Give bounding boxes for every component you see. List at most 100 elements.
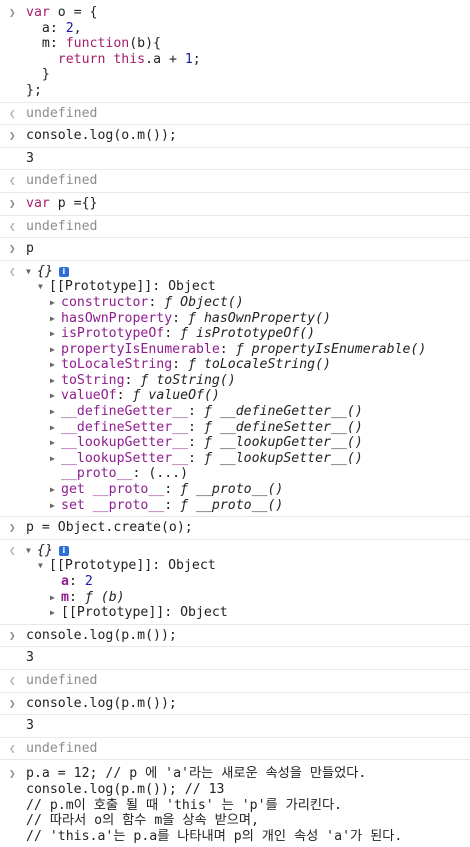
info-icon[interactable]: i: [58, 545, 69, 556]
code-line: // p.m이 호출 될 때 'this' 는 'p'를 가리킨다.: [26, 797, 343, 813]
object-tree-root[interactable]: ❮▼{}i: [9, 543, 470, 559]
triangle-down-icon[interactable]: ▼: [38, 561, 43, 571]
input-code: console.log(o.m());: [26, 128, 177, 144]
console-input-entry[interactable]: ❯console.log(o.m());: [0, 125, 470, 148]
function-symbol: ƒ: [235, 341, 244, 357]
console-log-entry: 3: [0, 647, 470, 670]
input-code: p: [26, 241, 34, 257]
member-name: valueOf: [61, 388, 117, 404]
function-symbol: ƒ: [203, 404, 212, 420]
member-signature: Object(): [180, 294, 244, 310]
member-signature: __defineGetter__(): [219, 404, 363, 420]
code-line: m: function(b){: [26, 36, 161, 52]
function-symbol: ƒ: [164, 294, 173, 310]
code-line: ❯p.a = 12; // p 에 'a'라는 새로운 속성을 만들었다.: [9, 766, 367, 782]
code-line: }: [26, 67, 50, 83]
code-line: return this.a + 1;: [57, 51, 201, 67]
result-value: undefined: [26, 105, 98, 121]
object-tree-root[interactable]: ❮▼{}i: [9, 264, 470, 280]
proto-get-row[interactable]: ▶get __proto__: ƒ __proto__(): [50, 482, 284, 498]
triangle-right-icon[interactable]: ▶: [50, 407, 55, 417]
log-output: 3: [26, 650, 34, 666]
proto-member-row[interactable]: ▶hasOwnProperty: ƒ hasOwnProperty(): [50, 310, 331, 326]
triangle-right-icon[interactable]: ▶: [50, 360, 55, 370]
console-result-entry: ❮undefined: [0, 670, 470, 693]
member-name: isPrototypeOf: [61, 326, 165, 342]
triangle-right-icon[interactable]: ▶: [50, 592, 55, 602]
log-output: 3: [26, 718, 34, 734]
proto-getter-row[interactable]: __proto__: (...): [61, 466, 189, 482]
proto-set-row[interactable]: ▶set __proto__: ƒ __proto__(): [50, 497, 284, 513]
member-name: __lookupSetter__: [61, 450, 189, 466]
proto-member-row[interactable]: ▶__lookupSetter__: ƒ __lookupSetter__(): [50, 450, 363, 466]
proto-member-row[interactable]: ▶__lookupGetter__: ƒ __lookupGetter__(): [50, 435, 363, 451]
triangle-down-icon[interactable]: ▼: [26, 545, 31, 555]
result-value: undefined: [26, 173, 98, 189]
triangle-right-icon[interactable]: ▶: [50, 485, 55, 495]
info-icon[interactable]: i: [58, 266, 69, 277]
chevron-right-icon: ❯: [9, 628, 16, 642]
proto-member-row[interactable]: ▶valueOf: ƒ valueOf(): [50, 388, 220, 404]
member-name: toString: [61, 372, 125, 388]
function-symbol: ƒ: [188, 310, 196, 326]
object-prototype-row[interactable]: ▼[[Prototype]]: Object: [38, 279, 216, 295]
member-name: toLocaleString: [61, 357, 173, 373]
proto-member-row[interactable]: ▶propertyIsEnumerable: ƒ propertyIsEnume…: [50, 341, 427, 357]
function-symbol: ƒ: [203, 419, 212, 435]
member-signature: __lookupSetter__(): [219, 450, 363, 466]
member-name: constructor: [61, 294, 149, 310]
member-name: __defineGetter__: [61, 404, 189, 420]
console-input-entry[interactable]: ❯console.log(p.m());: [0, 693, 470, 716]
return-arrow-icon: ❮: [9, 741, 16, 755]
console-input-entry[interactable]: ❯p: [0, 238, 470, 261]
triangle-right-icon[interactable]: ▶: [50, 500, 55, 510]
console-result-entry: ❮ undefined: [0, 103, 470, 126]
triangle-right-icon[interactable]: ▶: [50, 453, 55, 463]
code-line: ❯var o = {: [9, 5, 98, 20]
property-row[interactable]: ▶m: ƒ (b): [50, 589, 125, 605]
triangle-down-icon[interactable]: ▼: [26, 266, 31, 276]
console-result-entry: ❮undefined: [0, 216, 470, 239]
member-signature: __lookupGetter__(): [219, 435, 363, 451]
function-symbol: ƒ: [180, 326, 189, 342]
return-arrow-icon: ❮: [9, 174, 16, 188]
object-prototype-row[interactable]: ▼[[Prototype]]: Object: [38, 558, 216, 574]
console-input-entry[interactable]: ❯var o = { a: 2, m: function(b){ return …: [0, 0, 470, 103]
console-log-entry: 3: [0, 148, 470, 171]
triangle-down-icon[interactable]: ▼: [38, 282, 43, 292]
proto-member-row[interactable]: ▶__defineGetter__: ƒ __defineGetter__(): [50, 404, 363, 420]
proto-member-row[interactable]: ▶toLocaleString: ƒ toLocaleString(): [50, 357, 331, 373]
chevron-right-icon: ❯: [9, 767, 16, 781]
proto-member-row[interactable]: ▶constructor: ƒ Object(): [50, 294, 244, 310]
function-symbol: ƒ: [203, 435, 212, 451]
console-object-entry: ❮▼{}i ▼[[Prototype]]: Object ▶constructo…: [0, 261, 470, 518]
triangle-right-icon[interactable]: ▶: [50, 391, 55, 401]
code-line: a: 2,: [26, 20, 82, 36]
triangle-right-icon[interactable]: ▶: [50, 608, 55, 618]
triangle-right-icon[interactable]: ▶: [50, 375, 55, 385]
member-name: propertyIsEnumerable: [61, 341, 220, 357]
input-code: console.log(p.m());: [26, 627, 177, 643]
return-arrow-icon: ❮: [9, 264, 16, 278]
triangle-right-icon[interactable]: ▶: [50, 438, 55, 448]
input-code: p = Object.create(o);: [26, 520, 193, 536]
console-input-entry[interactable]: ❯ p = Object.create(o);: [0, 517, 470, 540]
proto-member-row[interactable]: ▶__defineSetter__: ƒ __defineSetter__(): [50, 419, 363, 435]
triangle-right-icon[interactable]: ▶: [50, 422, 55, 432]
console-input-entry[interactable]: ❯var p ={}: [0, 193, 470, 216]
nested-prototype-row[interactable]: ▶[[Prototype]]: Object: [50, 605, 228, 621]
console-input-entry[interactable]: ❯p.a = 12; // p 에 'a'라는 새로운 속성을 만들었다. co…: [0, 760, 470, 847]
function-symbol: ƒ: [203, 450, 212, 466]
chevron-right-icon: ❯: [9, 521, 16, 535]
triangle-right-icon[interactable]: ▶: [50, 313, 55, 323]
console-input-entry[interactable]: ❯ console.log(p.m());: [0, 625, 470, 648]
proto-member-row[interactable]: ▶toString: ƒ toString(): [50, 372, 236, 388]
return-arrow-icon: ❮: [9, 106, 16, 120]
proto-member-row[interactable]: ▶isPrototypeOf: ƒ isPrototypeOf(): [50, 326, 316, 342]
triangle-right-icon[interactable]: ▶: [50, 329, 55, 339]
function-symbol: ƒ: [132, 388, 141, 404]
triangle-right-icon[interactable]: ▶: [50, 344, 55, 354]
console-log-entry: 3: [0, 715, 470, 738]
triangle-right-icon[interactable]: ▶: [50, 297, 55, 307]
